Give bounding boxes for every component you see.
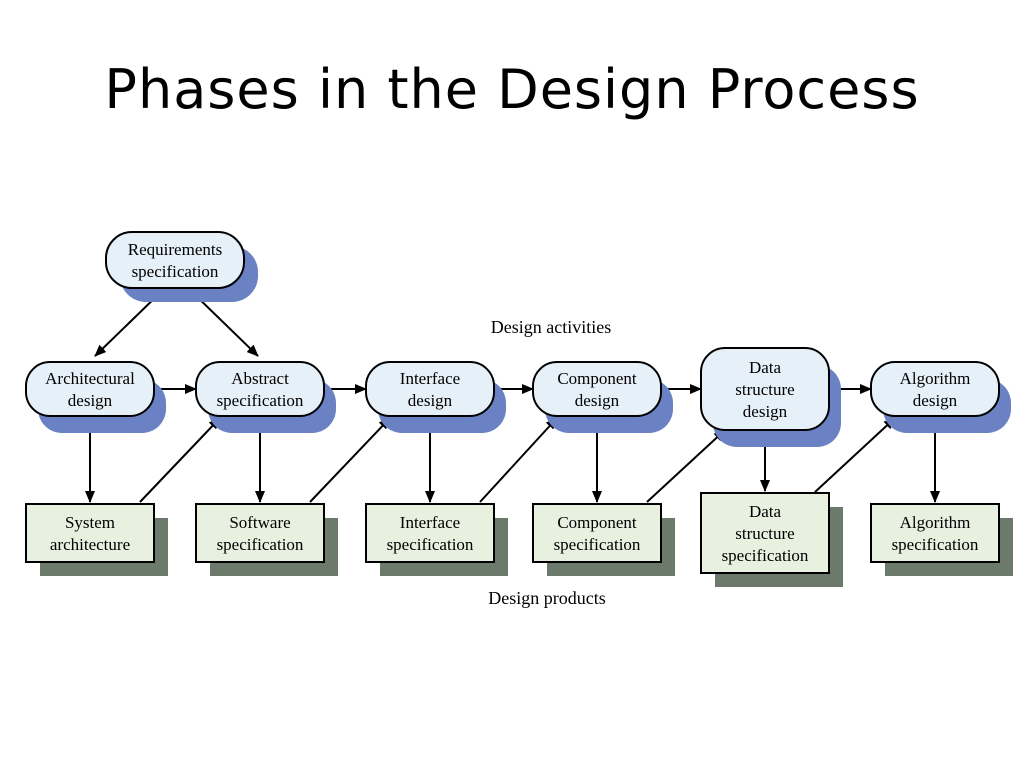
- product-line: structure: [735, 524, 794, 543]
- product-line: Component: [557, 513, 637, 532]
- requirements-line: Requirements: [128, 240, 222, 259]
- flow-arrow: [646, 429, 726, 503]
- product-line: specification: [722, 546, 809, 565]
- product-line: Data: [749, 502, 782, 521]
- activity-line: Architectural: [45, 369, 135, 388]
- product-line: specification: [387, 535, 474, 554]
- product-node: Component specification: [532, 503, 675, 576]
- product-line: System: [65, 513, 115, 532]
- activity-line: design: [575, 391, 620, 410]
- node-shape: [870, 503, 1000, 563]
- product-line: Software: [229, 513, 290, 532]
- activity-line: design: [913, 391, 958, 410]
- product-line: Interface: [400, 513, 460, 532]
- node-shape: [25, 503, 155, 563]
- product-node: Interface specification: [365, 503, 508, 576]
- flow-arrow: [309, 417, 391, 503]
- product-node: Algorithm specification: [870, 503, 1013, 576]
- activity-node: Component design: [532, 361, 673, 433]
- product-line: architecture: [50, 535, 130, 554]
- node-shape: [195, 503, 325, 563]
- activity-node: Interface design: [365, 361, 506, 433]
- activity-line: Algorithm: [900, 369, 971, 388]
- flow-arrow: [139, 417, 221, 503]
- activity-line: structure: [735, 380, 794, 399]
- flow-arrow: [479, 417, 558, 503]
- node-shape: [870, 361, 1000, 417]
- activity-line: Data: [749, 358, 782, 377]
- activity-line: design: [743, 402, 788, 421]
- activity-node: Algorithm design: [870, 361, 1011, 433]
- activity-line: design: [408, 391, 453, 410]
- node-shape: [25, 361, 155, 417]
- requirements-line: specification: [132, 262, 219, 281]
- node-shape: [700, 492, 830, 574]
- activity-node: Architectural design: [25, 361, 166, 433]
- product-node: System architecture: [25, 503, 168, 576]
- product-line: specification: [554, 535, 641, 554]
- requirements-node: Requirements specification: [105, 231, 258, 302]
- node-shape: [365, 503, 495, 563]
- product-node: Software specification: [195, 503, 338, 576]
- page-title: Phases in the Design Process: [104, 58, 920, 121]
- product-node: Data structure specification: [700, 492, 843, 587]
- diagram-nodes: RequirementsspecificationArchitecturalde…: [25, 231, 1013, 587]
- activity-line: Component: [557, 369, 637, 388]
- design-products-label: Design products: [488, 588, 605, 608]
- activity-node: Abstract specification: [195, 361, 336, 433]
- activity-node: Data structure design: [700, 347, 841, 447]
- activity-line: Abstract: [231, 369, 289, 388]
- product-line: Algorithm: [900, 513, 971, 532]
- product-line: specification: [217, 535, 304, 554]
- node-shape: [532, 503, 662, 563]
- activity-line: Interface: [400, 369, 460, 388]
- product-line: specification: [892, 535, 979, 554]
- design-activities-label: Design activities: [491, 317, 611, 337]
- activity-line: specification: [217, 391, 304, 410]
- activity-line: design: [68, 391, 113, 410]
- node-shape: [105, 231, 245, 289]
- node-shape: [700, 347, 830, 431]
- node-shape: [365, 361, 495, 417]
- flow-arrow: [814, 417, 896, 493]
- node-shape: [532, 361, 662, 417]
- node-shape: [195, 361, 325, 417]
